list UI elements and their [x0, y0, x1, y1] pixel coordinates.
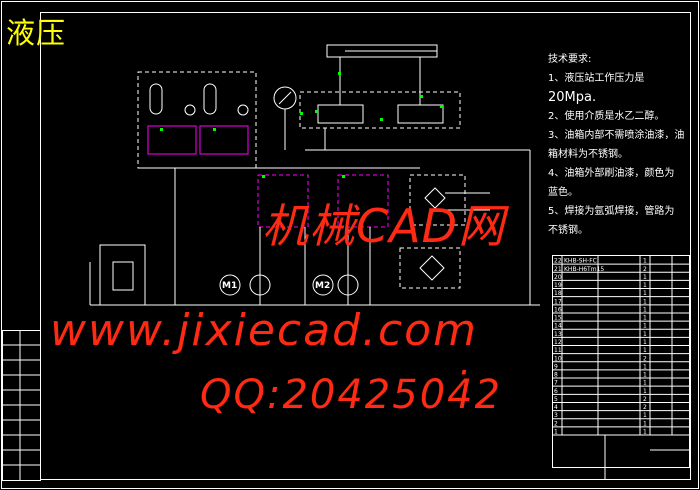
motor-m1: [219, 274, 241, 296]
table-cell-qty: 2: [643, 355, 647, 362]
table-cell-no: 11: [554, 347, 562, 354]
directional-valve-group: [299, 91, 461, 129]
table-cell-no: 18: [554, 290, 562, 297]
table-cell-no: 14: [554, 323, 562, 330]
requirement-line: 5、焊接为氩弧焊接，管路为: [548, 206, 675, 217]
relief-valve-group-1: [257, 174, 309, 228]
green-markers: [160, 72, 443, 178]
motor-m2: [312, 274, 334, 296]
drawing-title: 液压: [6, 16, 67, 50]
requirement-line: 4、油箱外部刷油漆，颜色为: [548, 168, 675, 179]
table-cell-no: 12: [554, 339, 562, 346]
table-cell-qty: 1: [643, 290, 647, 297]
filter-group-1: [409, 174, 466, 226]
table-cell-no: 8: [554, 372, 558, 379]
directional-valve-2: [397, 104, 444, 124]
table-cell-qty: 1: [643, 380, 647, 387]
valve-block-2: [199, 125, 249, 155]
filter-group-2: [399, 247, 461, 289]
watermark-site-name: 机械CAD网: [262, 199, 506, 253]
table-cell-no: 10: [554, 355, 562, 362]
requirement-line: 20Mpa.: [548, 90, 597, 105]
table-cell-qty: 1: [643, 420, 647, 427]
table-cell-no: 15: [554, 315, 562, 322]
gauge-1: [184, 104, 196, 116]
table-cell-qty: 1: [643, 315, 647, 322]
level-gauge: [112, 261, 134, 291]
table-cell-no: 6: [554, 388, 558, 395]
table-cell-qty: 1: [643, 323, 647, 330]
table-cell-no: 9: [554, 363, 558, 370]
table-cell-no: 4: [554, 404, 558, 411]
valve-block-1: [147, 125, 197, 155]
table-cell-no: 16: [554, 306, 562, 313]
requirement-line: 不锈钢。: [548, 225, 588, 236]
accumulator-2: [203, 83, 217, 115]
requirements-heading: 技术要求:: [548, 54, 592, 65]
left-title-block: [2, 330, 41, 481]
requirement-line: 2、使用介质是水乙二醇。: [548, 111, 665, 122]
table-cell-qty: 1: [643, 388, 647, 395]
technical-requirements: 技术要求: 1、液压站工作压力是 20Mpa. 2、使用介质是水乙二醇。 3、油…: [548, 50, 685, 240]
table-cell-qty: 1: [643, 412, 647, 419]
table-cell-qty: 2: [643, 266, 647, 273]
table-cell-code: KHB-H6Tm15: [564, 266, 604, 273]
requirement-line: 1、液压站工作压力是: [548, 73, 645, 84]
table-cell-qty: 1: [643, 429, 647, 436]
table-cell-qty: 1: [643, 339, 647, 346]
table-cell-code: KHB-SH-FC: [564, 258, 597, 265]
oil-tank-panel: [99, 244, 146, 306]
table-cell-no: 5: [554, 396, 558, 403]
left-title-block-lines: [3, 330, 40, 480]
accumulator-1: [149, 83, 163, 115]
filter-2: [419, 255, 445, 281]
table-cell-qty: 1: [643, 331, 647, 338]
table-cell-no: 19: [554, 282, 562, 289]
table-cell-no: 7: [554, 380, 558, 387]
table-cell-qty: 1: [643, 347, 647, 354]
filter-1: [424, 187, 446, 209]
motor-label-m1: M1: [222, 281, 237, 291]
requirement-line: 蓝色。: [548, 187, 578, 198]
table-cell-qty: 1: [643, 274, 647, 281]
table-cell-qty: 2: [643, 404, 647, 411]
drawing-frame: [40, 12, 691, 480]
directional-valve-1: [317, 104, 364, 124]
table-cell-qty: 1: [643, 258, 647, 265]
table-cell-qty: 1: [643, 298, 647, 305]
table-cell-qty: 1: [643, 306, 647, 313]
table-cell-qty: 2: [643, 396, 647, 403]
table-cell-no: 21: [554, 266, 562, 273]
relief-valve-group-2: [337, 174, 389, 228]
table-cell-no: 3: [554, 412, 558, 419]
table-cell-no: 17: [554, 298, 562, 305]
table-cell-no: 20: [554, 274, 562, 281]
motor-label-m2: M2: [315, 281, 330, 291]
requirement-line: 箱材料为不锈钢。: [548, 149, 628, 160]
pump-1: [249, 274, 271, 296]
table-cell-no: 13: [554, 331, 562, 338]
watermark-qq: QQ:2042504̇2: [200, 372, 503, 418]
pump-2: [337, 274, 359, 296]
table-cell-no: 2: [554, 420, 558, 427]
table-cell-no: 22: [554, 258, 562, 265]
table-cell-qty: 1: [643, 372, 647, 379]
table-cell-qty: 1: [643, 363, 647, 370]
table-cell-qty: 1: [643, 282, 647, 289]
gauge-2: [237, 104, 249, 116]
watermark-url: www.jixiecad.com: [50, 305, 478, 356]
requirement-line: 3、油箱内部不需喷涂油漆，油: [548, 130, 685, 141]
table-cell-no: 1: [554, 429, 558, 436]
